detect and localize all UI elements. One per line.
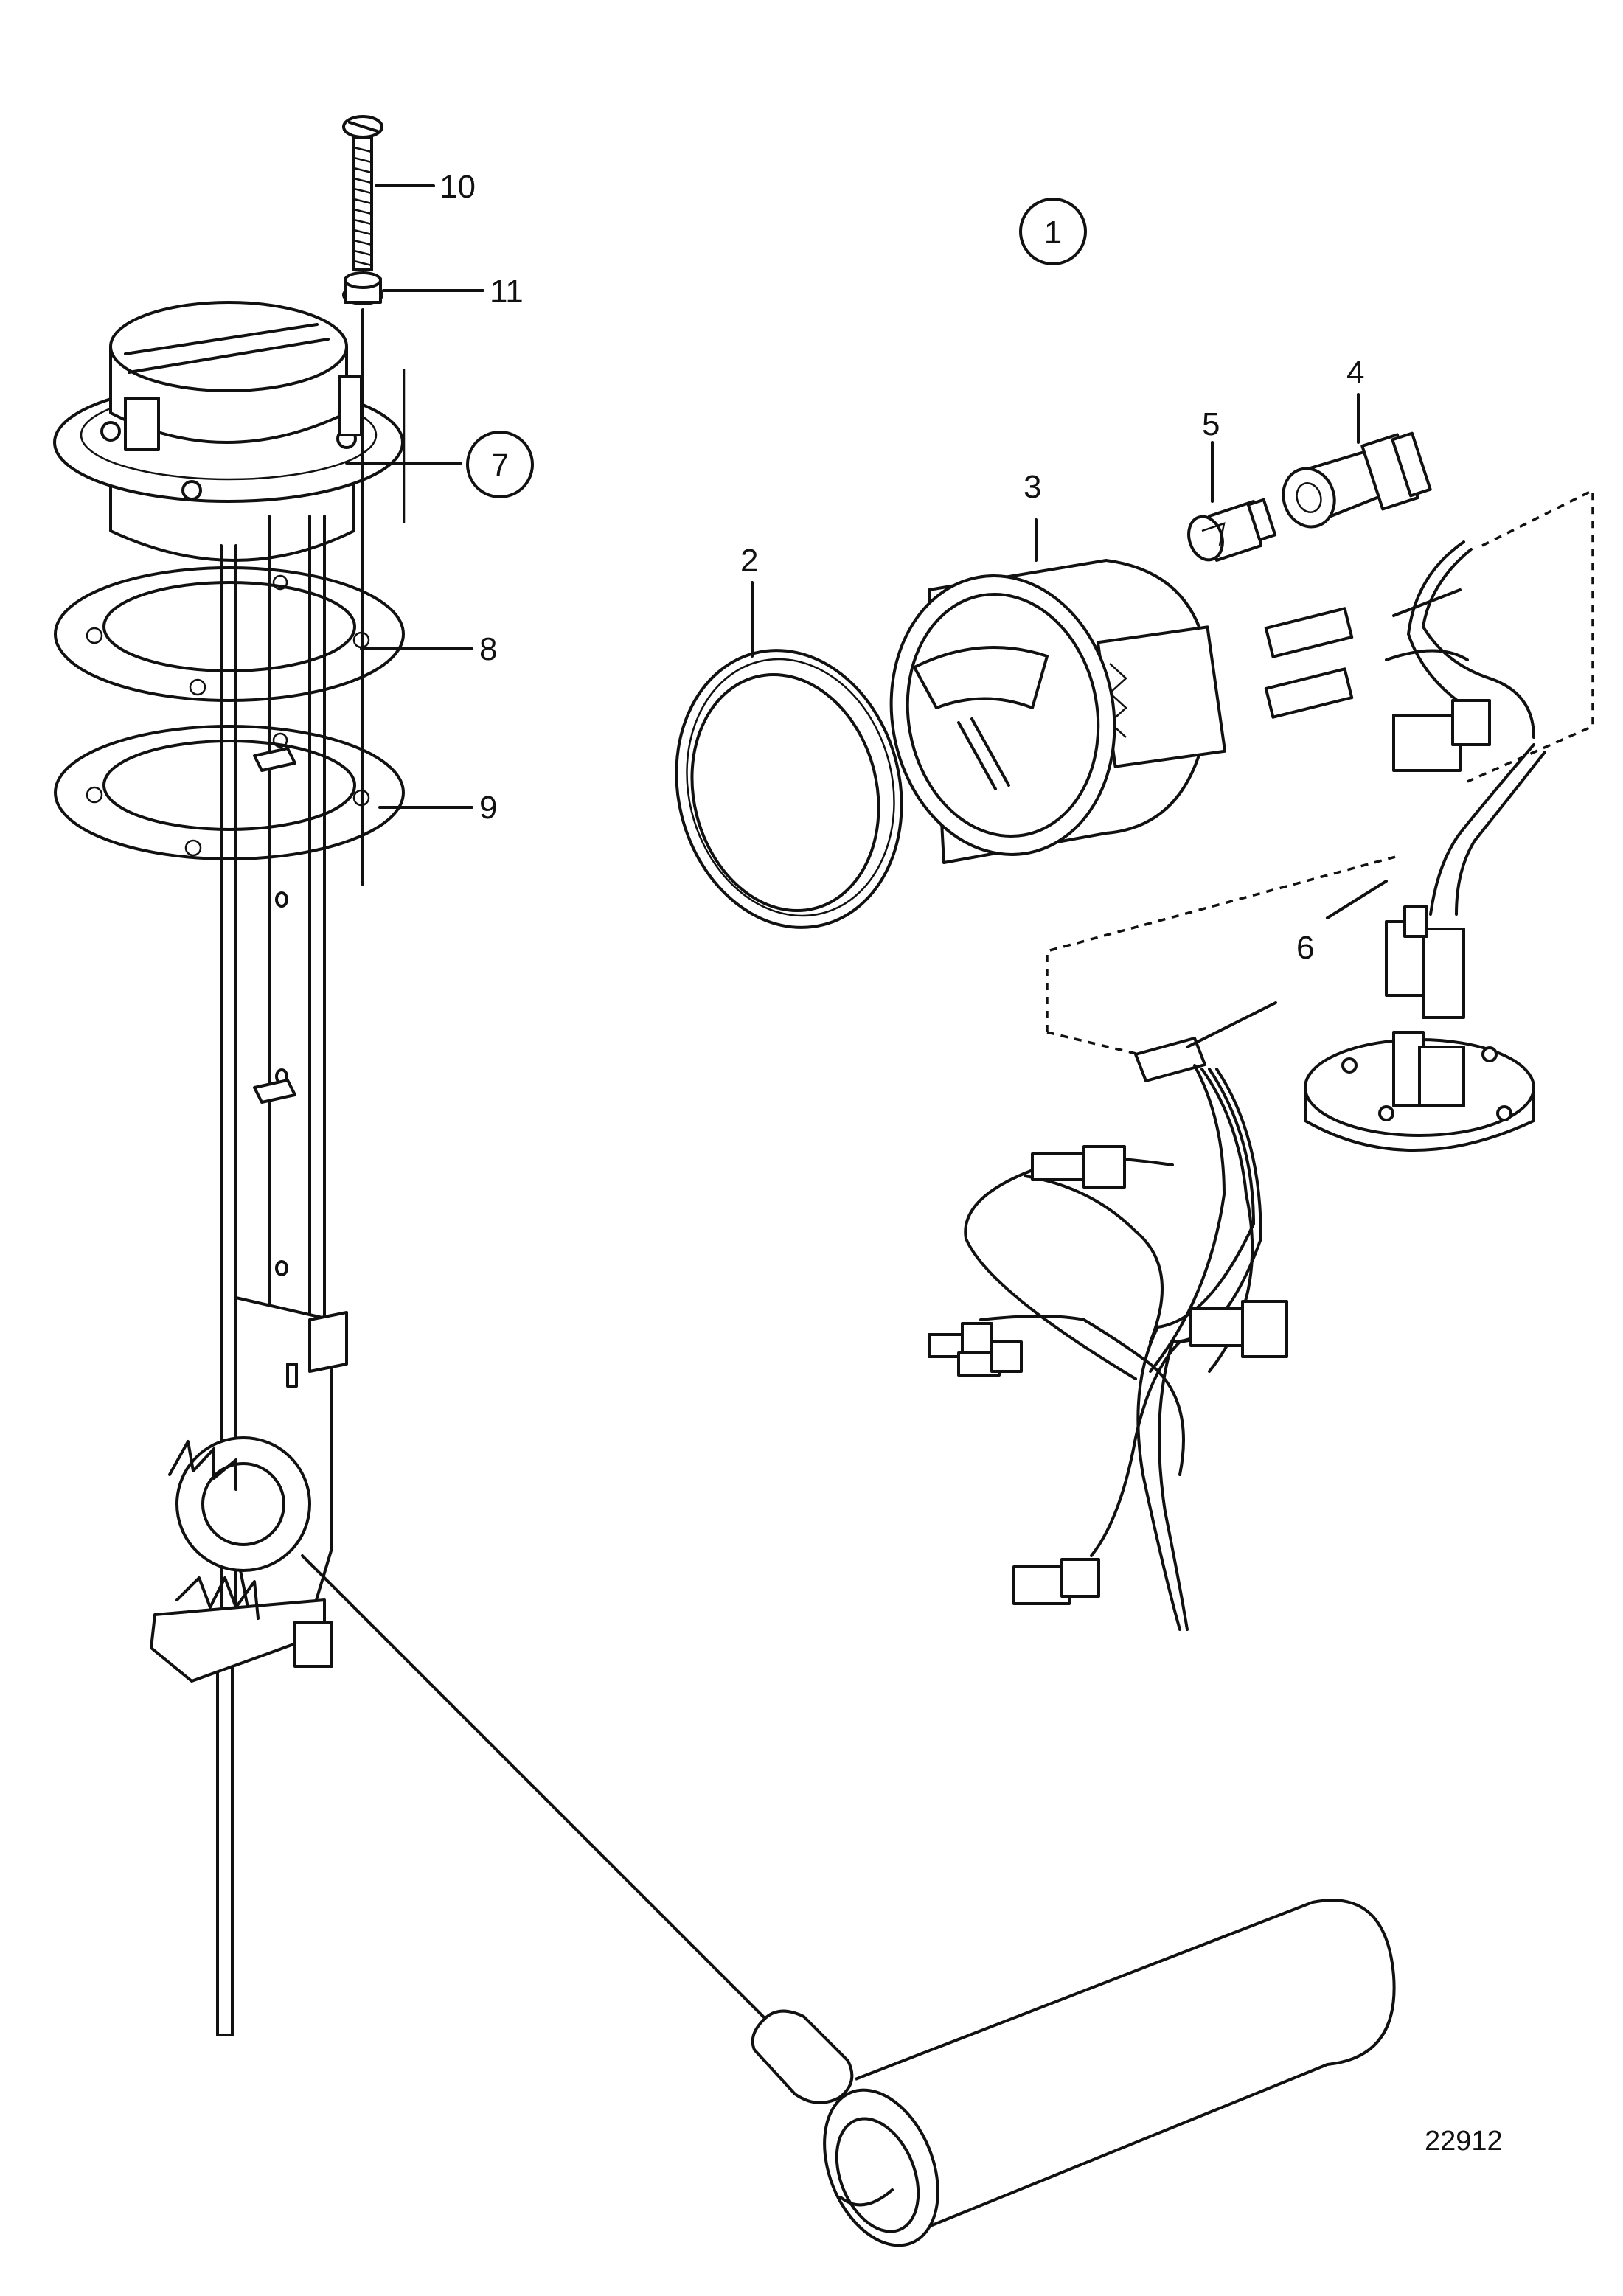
callout-4-label: 4 xyxy=(1346,355,1364,391)
drawing-number: 22912 xyxy=(1425,2126,1503,2157)
gauge-part-3 xyxy=(889,559,1227,864)
callout-5-label: 5 xyxy=(1202,406,1220,442)
leader-lines xyxy=(345,184,1388,1048)
callout-7-label: 7 xyxy=(491,448,509,484)
bulb-part-5 xyxy=(1187,498,1277,562)
float xyxy=(823,1899,1396,2247)
callout-11-label: 11 xyxy=(490,274,524,310)
bushing-part-11 xyxy=(342,271,383,305)
callout-9-label: 9 xyxy=(479,790,497,826)
connector-base xyxy=(1304,1031,1535,1152)
callout-6-label: 6 xyxy=(1296,930,1314,966)
callout-7: 7 xyxy=(466,431,534,498)
callout-1-label: 1 xyxy=(1044,215,1062,251)
callout-1: 1 xyxy=(1019,198,1087,265)
bulb-holder-part-4 xyxy=(1282,431,1432,529)
wire-harness-upper xyxy=(1264,488,1594,1019)
wire-harness-lower xyxy=(928,854,1402,1631)
callout-2-label: 2 xyxy=(740,543,758,579)
fuel-level-sender xyxy=(53,115,1396,2247)
callout-10-label: 10 xyxy=(439,169,476,205)
screw-part-10 xyxy=(342,115,383,271)
sender-head-part-7 xyxy=(53,301,404,562)
callout-3-label: 3 xyxy=(1024,469,1041,505)
gasket-part-8 xyxy=(54,566,405,702)
gauge-bezel-part-2 xyxy=(675,649,903,929)
callout-8-label: 8 xyxy=(479,631,497,667)
gasket-part-9 xyxy=(54,725,405,860)
